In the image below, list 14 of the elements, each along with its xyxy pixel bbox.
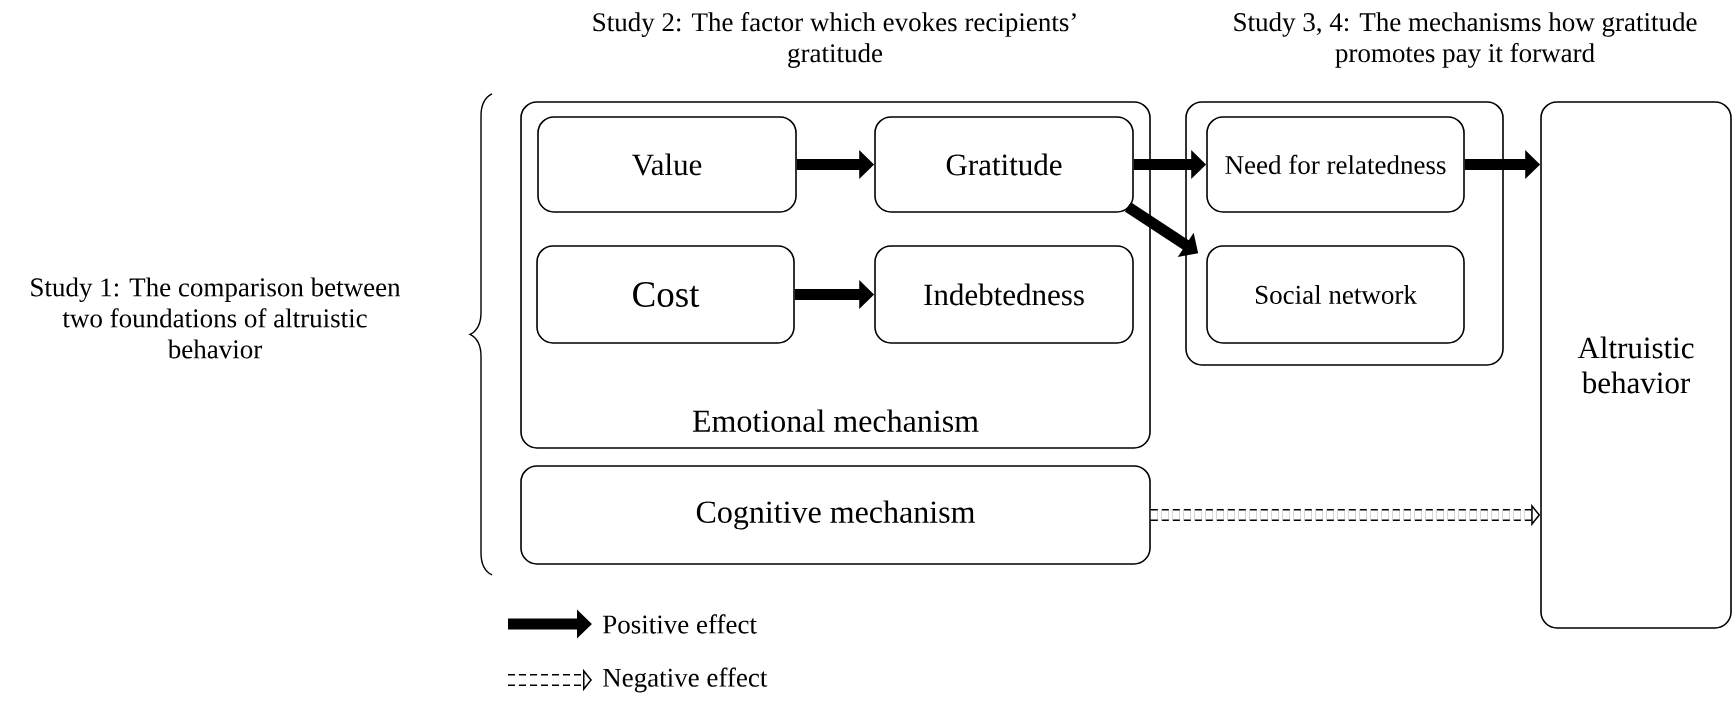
- process-box: Indebtedness: [874, 245, 1134, 344]
- process-box: Altruistic behavior: [1540, 101, 1732, 629]
- study-label: Study 1: The comparison between two foundations of altruistic behavior: [31, 277, 401, 359]
- process-box: Need for relatedness: [1206, 116, 1465, 213]
- process-box: Cost: [536, 245, 795, 344]
- study-label: Study 3, 4: The mechanisms how gratitude promotes pay it forward: [1234, 12, 1697, 68]
- legend-label: Positive effect: [603, 614, 757, 634]
- process-box: Gratitude: [874, 116, 1134, 213]
- legend-label: Negative effect: [603, 667, 768, 693]
- process-box: Cognitive mechanism: [520, 465, 1151, 565]
- group-box: [1185, 101, 1504, 366]
- study-label: Study 2: The factor which evokes recipients’ gratitude: [593, 12, 1076, 68]
- process-box: Social network: [1206, 245, 1465, 344]
- process-box: Value: [537, 116, 797, 213]
